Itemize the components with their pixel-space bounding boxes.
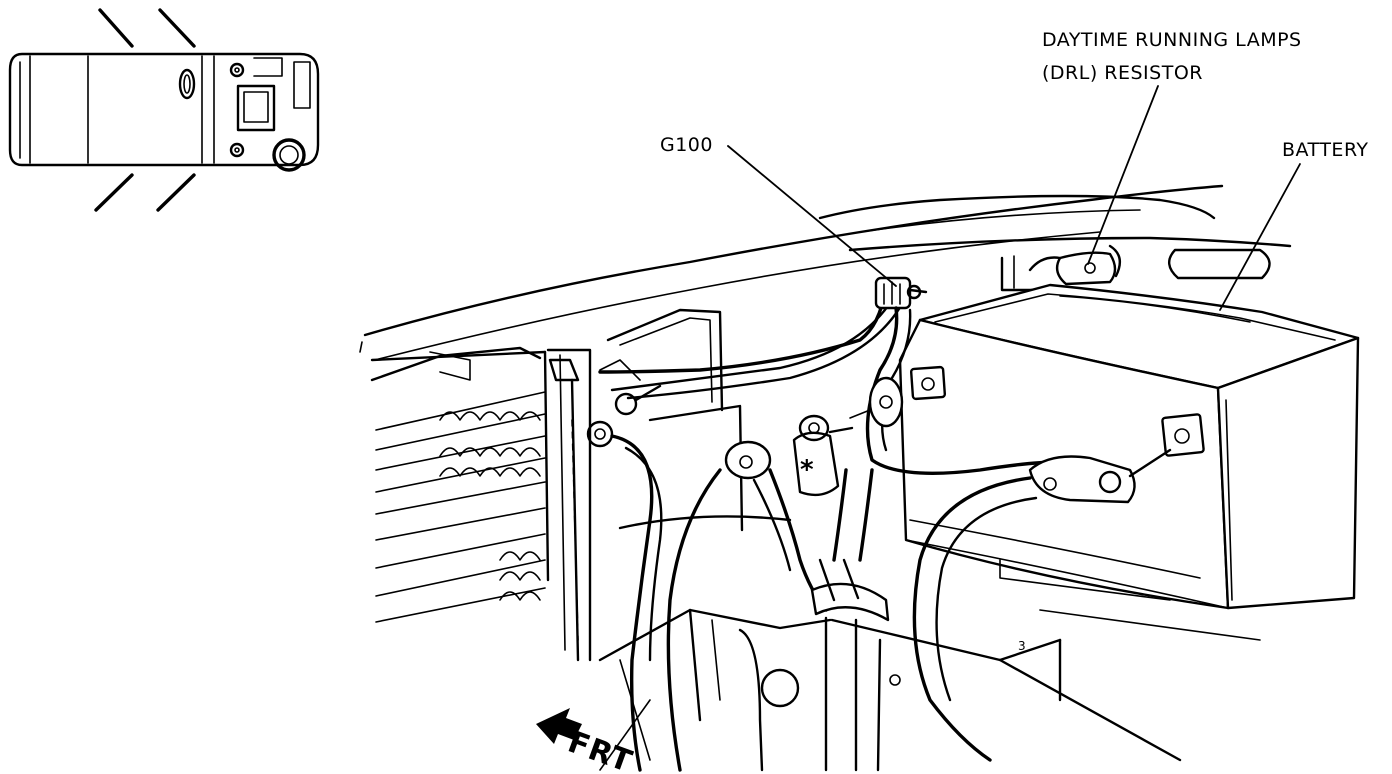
battery-label: BATTERY [1282,139,1369,161]
radiator-core [370,346,592,662]
harness-clip [810,468,890,772]
upper-body-panel [359,184,1292,361]
small-mark-label: 3 [1018,639,1026,653]
frt-label: FRT [563,725,637,774]
leader-lines [727,85,1301,311]
g100-ground-point [874,276,928,310]
fender-bracket [598,308,1261,772]
radiator-ground-bolt [586,420,614,448]
drl-resistor [1028,251,1117,286]
positive-cable-clamp [1028,448,1172,504]
vehicle-body-outline [8,52,320,167]
vehicle-top-view-locator [8,8,320,212]
g100-leader-line [727,145,897,287]
locator-oval [178,68,196,100]
asterisk-component: * [792,414,854,497]
battery-terminal-positive [1161,413,1205,457]
g100-label: G100 [660,134,713,156]
drl-leader-line [1087,85,1159,265]
locator-highlight-circle [272,138,306,172]
front-direction-indicator: FRT [536,708,637,774]
drl-label-line2: (DRL) RESISTOR [1042,62,1203,84]
front-direction-arrow-icon [536,708,582,744]
radiator-fins [375,391,546,623]
battery [898,251,1360,610]
battery-leader-line [1219,163,1301,311]
mount-hole [760,668,800,708]
ground-cables: * [548,276,1172,772]
locator-slash-marks [94,8,196,212]
asterisk-label: * [800,455,814,485]
drl-label-line1: DAYTIME RUNNING LAMPS [1042,29,1302,51]
battery-terminal-negative [909,365,947,401]
